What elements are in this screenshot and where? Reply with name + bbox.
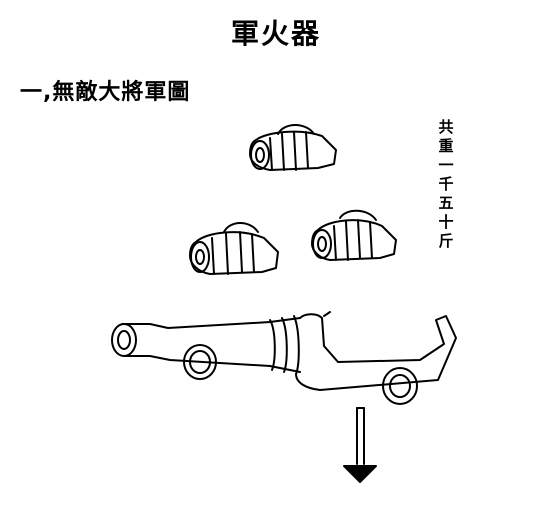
weight-note: 共重一千五十斤 — [438, 118, 454, 250]
section-heading: 一,無敵大將軍圖 — [20, 80, 191, 105]
powder-chamber-left — [189, 222, 279, 275]
lifting-rings — [183, 344, 418, 405]
down-arrow — [343, 407, 377, 483]
cannon-barrel — [111, 311, 457, 391]
page-title: 軍火器 — [230, 17, 321, 50]
powder-chamber-top — [249, 124, 337, 171]
powder-chamber-right — [311, 209, 397, 261]
